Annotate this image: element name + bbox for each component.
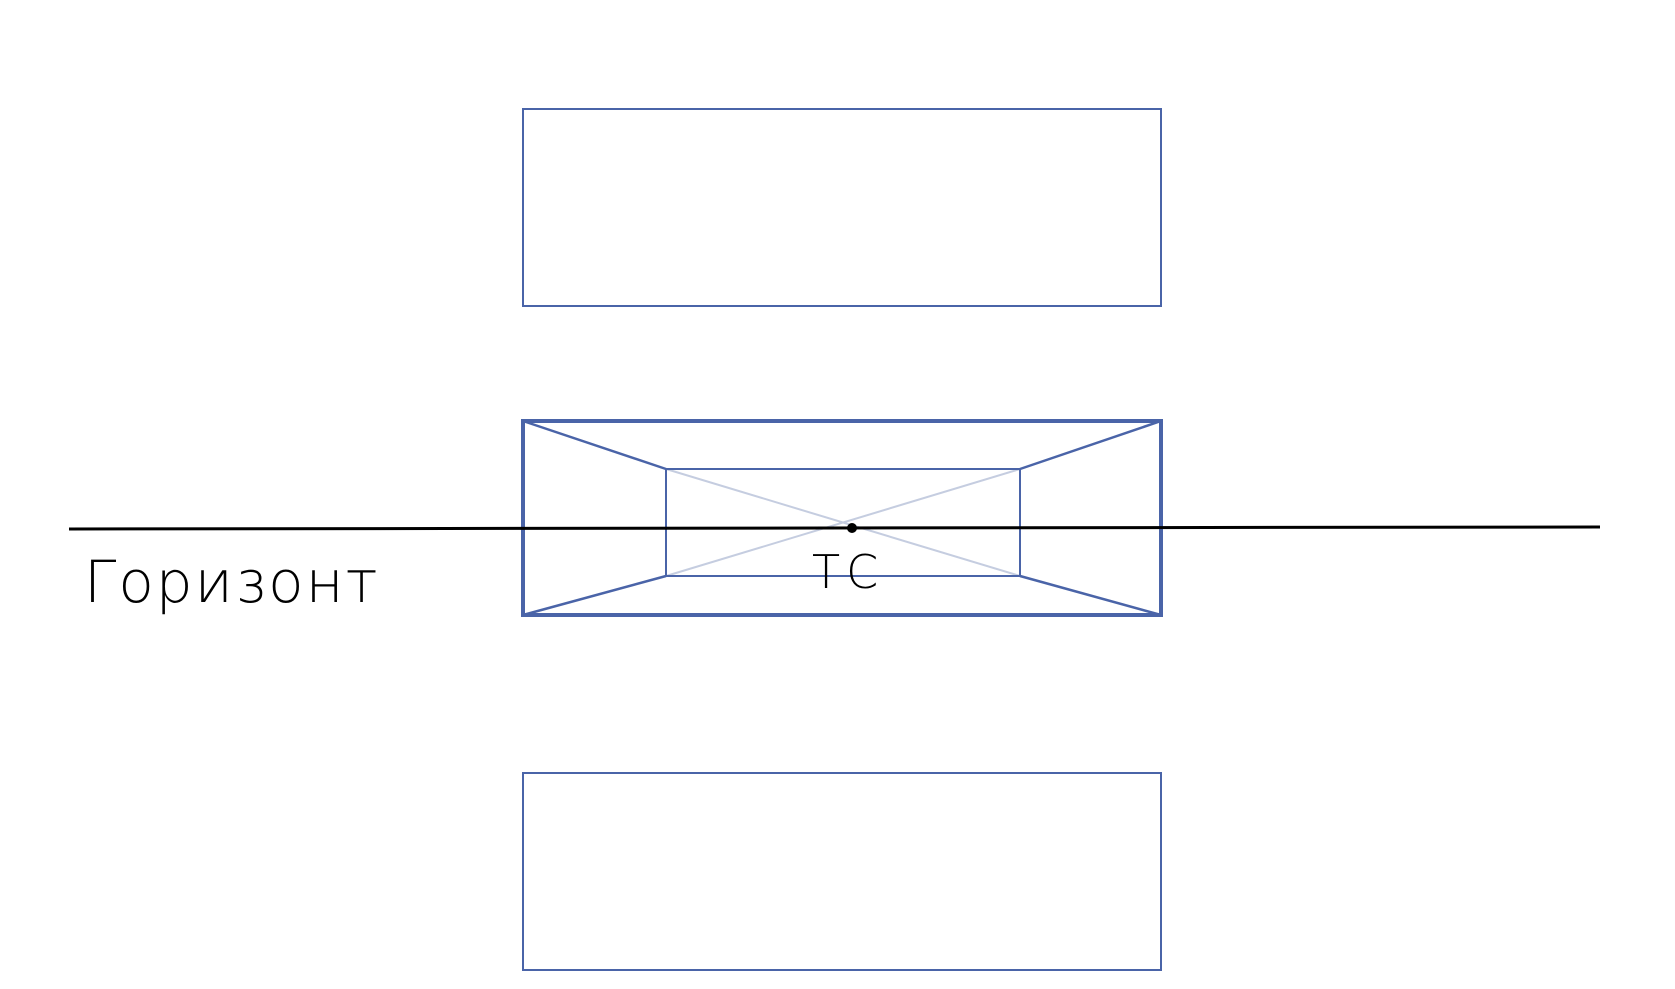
- edge-line: [1019, 574, 1162, 617]
- horizon-label: Горизонт: [84, 548, 380, 616]
- inner-rectangle: [665, 468, 1021, 577]
- edge-line: [522, 574, 667, 617]
- horizon-line: [68, 525, 1601, 531]
- outer-rectangle: [521, 419, 1163, 617]
- bottom-rectangle: [522, 772, 1162, 971]
- guide-line: [665, 468, 1021, 577]
- edge-line: [1019, 419, 1162, 471]
- top-rectangle: [522, 108, 1162, 307]
- vanishing-point-label: ТС: [812, 545, 885, 599]
- middle-box: [521, 419, 1163, 617]
- edge-line: [522, 419, 667, 471]
- vanishing-point: [847, 523, 857, 533]
